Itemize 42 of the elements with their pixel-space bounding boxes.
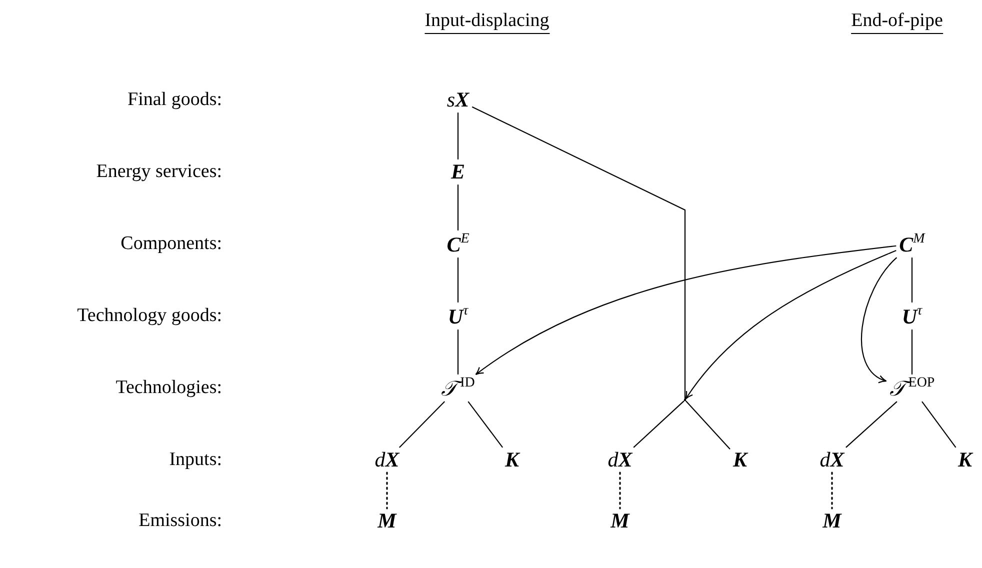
math-symbol: U$^{τ}$ xyxy=(444,302,472,330)
math-symbol: C$^{M}$ xyxy=(896,230,928,258)
math-symbol: dX xyxy=(816,447,848,473)
math-symbol: M xyxy=(820,508,844,534)
connector-line xyxy=(457,112,459,160)
connector-line xyxy=(457,330,459,374)
connector-line xyxy=(457,184,459,230)
row-label: Inputs: xyxy=(169,449,222,471)
row-label: Technology goods: xyxy=(77,305,222,327)
column-heading: End-of-pipe xyxy=(851,10,943,34)
math-symbol: K xyxy=(502,447,522,473)
math-symbol: 𝒯$^{EOP}$ xyxy=(886,374,938,402)
dotted-line xyxy=(619,472,621,510)
connector-line xyxy=(633,400,684,448)
dotted-line xyxy=(386,472,388,510)
connector-line xyxy=(457,258,459,302)
row-label: Emissions: xyxy=(138,510,222,532)
dotted-line xyxy=(831,472,833,510)
math-symbol: dX xyxy=(372,447,402,473)
column-heading: Input-displacing xyxy=(424,10,550,34)
math-symbol: E xyxy=(448,159,468,185)
math-symbol: M xyxy=(608,508,632,534)
math-symbol: C$^{E}$ xyxy=(444,230,472,258)
connector-line xyxy=(911,258,913,302)
math-symbol: sX xyxy=(444,87,472,113)
row-label: Energy services: xyxy=(96,161,222,183)
connector-line xyxy=(922,401,956,448)
connector-line xyxy=(398,401,446,448)
row-label: Technologies: xyxy=(116,377,222,399)
row-label: Components: xyxy=(120,233,222,255)
math-symbol: K xyxy=(955,447,975,473)
math-symbol: 𝒯$^{ID}$ xyxy=(438,374,478,402)
connector-line xyxy=(468,401,504,448)
math-symbol: dX xyxy=(604,447,636,473)
math-symbol: M xyxy=(374,508,400,534)
math-symbol: K xyxy=(730,447,750,473)
math-symbol: U$^{τ}$ xyxy=(898,302,926,330)
connector-line xyxy=(911,330,913,374)
connector-line xyxy=(686,400,730,450)
connector-line xyxy=(846,401,898,448)
connector-line xyxy=(472,106,686,399)
row-label: Final goods: xyxy=(128,89,222,111)
